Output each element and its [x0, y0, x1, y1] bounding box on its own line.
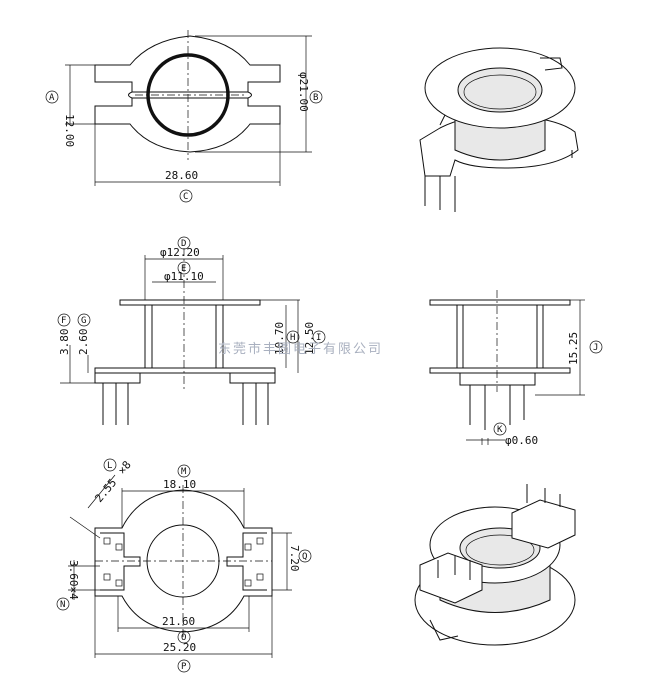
- dim-7-20: 7.20: [288, 545, 301, 572]
- tag-l: L: [107, 461, 112, 471]
- tag-q: Q: [302, 552, 307, 562]
- tag-h: H: [290, 333, 295, 343]
- dim-11-10: φ11.10: [164, 270, 204, 283]
- dim-28-60: 28.60: [165, 169, 198, 182]
- tag-d: D: [181, 239, 186, 249]
- dim-21-00: φ21.00: [297, 72, 310, 112]
- dim-2-60: 2.60: [77, 329, 90, 356]
- iso-view-top: [419, 47, 579, 212]
- tag-n: N: [60, 600, 65, 610]
- dim-10-70: 10.70: [273, 322, 286, 355]
- tag-e: E: [181, 264, 186, 274]
- side-view: 15.25 J φ0.60 K: [429, 290, 603, 447]
- dim-3-60-x4: 3.60×4: [67, 560, 80, 600]
- tag-i: I: [316, 333, 321, 343]
- tag-c: C: [183, 192, 188, 202]
- dim-21-60: 21.60: [162, 615, 195, 628]
- dim-12-50: 12.50: [303, 322, 316, 355]
- dim-2-55-mult: ×8: [115, 458, 133, 477]
- dim-15-25: 15.25: [567, 332, 580, 365]
- bottom-view: 18.10 M 2.55 ×8 L 3.60×4 N 7.20 Q 21.60 …: [56, 458, 312, 673]
- watermark: 东莞市丰圆电子有限公司: [218, 341, 383, 357]
- tag-o: O: [181, 633, 186, 643]
- dim-18-10: 18.10: [163, 478, 196, 491]
- front-view: φ12.20 D φ11.10 E 3.80 F 2.60 G 10.70 H …: [57, 236, 326, 425]
- dim-12-00: 12.00: [63, 114, 76, 147]
- dim-3-80: 3.80: [58, 329, 71, 356]
- tag-p: P: [181, 662, 187, 672]
- dim-25-20: 25.20: [163, 641, 196, 654]
- tag-b: B: [313, 93, 318, 103]
- tag-a: A: [49, 93, 55, 103]
- tag-m: M: [181, 467, 187, 477]
- tag-j: J: [593, 343, 598, 353]
- top-view: 12.00 A φ21.00 B 28.60 C: [45, 30, 323, 203]
- tag-k: K: [497, 425, 503, 435]
- tag-g: G: [81, 316, 86, 326]
- tag-f: F: [61, 316, 66, 326]
- dim-12-20: φ12.20: [160, 246, 200, 259]
- dim-2-55: 2.55: [92, 476, 119, 505]
- dim-0-60: φ0.60: [505, 434, 538, 447]
- iso-view-bottom: [414, 484, 576, 646]
